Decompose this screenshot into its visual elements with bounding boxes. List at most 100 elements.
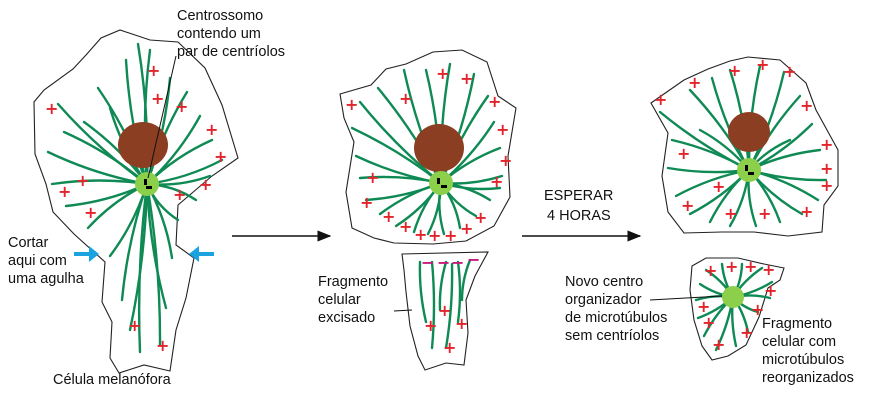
svg-text:aqui com: aqui com bbox=[8, 253, 67, 269]
plus-sign: + bbox=[697, 297, 710, 316]
svg-text:organizador: organizador bbox=[565, 292, 642, 308]
centrosome-label: Centrossomo contendo um par de centríolo… bbox=[177, 8, 285, 60]
plus-sign: + bbox=[820, 135, 833, 154]
plus-ends: + + + + + + + + + + + + + + + + + bbox=[345, 64, 512, 245]
plus-sign: + bbox=[744, 257, 757, 276]
svg-text:Cortar: Cortar bbox=[8, 235, 48, 251]
microtubule bbox=[438, 260, 448, 312]
microtubule bbox=[460, 258, 472, 302]
plus-sign: + bbox=[820, 176, 833, 195]
nucleus bbox=[118, 122, 168, 168]
svg-text:sem centríolos: sem centríolos bbox=[565, 328, 659, 344]
plus-sign: + bbox=[399, 217, 412, 236]
svg-text:uma agulha: uma agulha bbox=[8, 271, 85, 287]
plus-sign: + bbox=[740, 323, 753, 342]
microtubule bbox=[128, 182, 149, 332]
nucleus bbox=[414, 124, 464, 172]
plus-sign: + bbox=[436, 64, 449, 83]
nucleus bbox=[728, 112, 770, 152]
microtubule bbox=[418, 260, 428, 324]
microtubule bbox=[120, 182, 149, 302]
plus-sign: + bbox=[173, 185, 186, 204]
minus-sign: − bbox=[467, 250, 480, 269]
centrosome bbox=[429, 171, 453, 195]
svg-text:celular: celular bbox=[318, 292, 361, 308]
svg-text:ESPERAR: ESPERAR bbox=[544, 188, 613, 204]
plus-sign: + bbox=[758, 204, 771, 223]
plus-sign: + bbox=[58, 182, 71, 201]
wait-label: ESPERAR 4 HORAS bbox=[544, 188, 613, 224]
plus-sign: + bbox=[488, 92, 501, 111]
centriole bbox=[745, 165, 748, 171]
plus-sign: + bbox=[725, 257, 738, 276]
svg-text:de microtúbulos: de microtúbulos bbox=[565, 310, 667, 326]
cell-caption: Célula melanófora bbox=[53, 372, 172, 388]
plus-sign: + bbox=[460, 219, 473, 238]
minus-ends: − − − − bbox=[421, 250, 480, 272]
plus-sign: + bbox=[712, 177, 725, 196]
plus-sign: + bbox=[654, 90, 667, 109]
plus-sign: + bbox=[460, 69, 473, 88]
plus-sign: + bbox=[702, 313, 715, 332]
svg-text:Centrossomo: Centrossomo bbox=[177, 8, 263, 24]
microtubule bbox=[124, 58, 149, 186]
microtubule bbox=[430, 260, 436, 350]
plus-sign: + bbox=[712, 335, 725, 354]
cut-arrows bbox=[74, 246, 214, 262]
plus-sign: + bbox=[800, 202, 813, 221]
new-center-leader-line bbox=[649, 295, 723, 301]
svg-text:Fragmento: Fragmento bbox=[318, 274, 388, 290]
fragment-outline bbox=[689, 257, 785, 361]
reorganized-label: Fragmento celular com microtúbulos reorg… bbox=[762, 316, 854, 386]
plus-sign: + bbox=[499, 151, 512, 170]
plus-sign: + bbox=[366, 168, 379, 187]
svg-text:Fragmento: Fragmento bbox=[762, 316, 832, 332]
svg-text:reorganizados: reorganizados bbox=[762, 370, 854, 386]
svg-text:microtúbulos: microtúbulos bbox=[762, 352, 844, 368]
microtubule bbox=[444, 262, 454, 350]
plus-sign: + bbox=[214, 147, 227, 166]
plus-sign: + bbox=[175, 97, 188, 116]
excised-fragment: − − − − + + + + bbox=[401, 250, 489, 371]
plus-sign: + bbox=[728, 61, 741, 80]
microtubule bbox=[137, 182, 149, 354]
plus-ends: + + + + bbox=[424, 301, 468, 357]
plus-sign: + bbox=[455, 314, 468, 333]
minus-sign: − bbox=[451, 253, 464, 272]
plus-sign: + bbox=[438, 301, 451, 320]
plus-sign: + bbox=[496, 120, 509, 139]
plus-ends: + + + + + + + + + + bbox=[697, 257, 777, 354]
plus-sign: + bbox=[783, 62, 796, 81]
plus-sign: + bbox=[756, 55, 769, 74]
plus-sign: + bbox=[156, 336, 169, 355]
plus-sign: + bbox=[490, 172, 503, 191]
minus-sign: − bbox=[437, 253, 450, 272]
excised-label: Fragmento celular excisado bbox=[318, 274, 388, 326]
plus-sign: + bbox=[800, 96, 813, 115]
plus-sign: + bbox=[688, 73, 701, 92]
centrosome-leader-line bbox=[147, 55, 177, 179]
plus-sign: + bbox=[677, 144, 690, 163]
plus-sign: + bbox=[762, 260, 775, 279]
plus-sign: + bbox=[474, 208, 487, 227]
svg-text:Novo centro: Novo centro bbox=[565, 274, 643, 290]
microtubule bbox=[145, 182, 168, 310]
plus-sign: + bbox=[151, 89, 164, 108]
excised-leader-line bbox=[393, 309, 413, 312]
fragment-outline bbox=[401, 251, 489, 371]
plus-sign: + bbox=[399, 89, 412, 108]
plus-sign: + bbox=[751, 300, 764, 319]
plus-sign: + bbox=[704, 261, 717, 280]
plus-sign: + bbox=[820, 159, 833, 178]
cut-label: Cortar aqui com uma agulha bbox=[8, 235, 85, 287]
plus-sign: + bbox=[382, 207, 395, 226]
plus-sign: + bbox=[205, 120, 218, 139]
cut-arrow-left bbox=[189, 246, 214, 262]
microtubules-group bbox=[418, 258, 472, 350]
plus-sign: + bbox=[84, 203, 97, 222]
plus-sign: + bbox=[428, 226, 441, 245]
plus-sign: + bbox=[128, 316, 141, 335]
centriole bbox=[146, 186, 152, 189]
new-center-label: Novo centro organizador de microtúbulos … bbox=[565, 274, 667, 344]
